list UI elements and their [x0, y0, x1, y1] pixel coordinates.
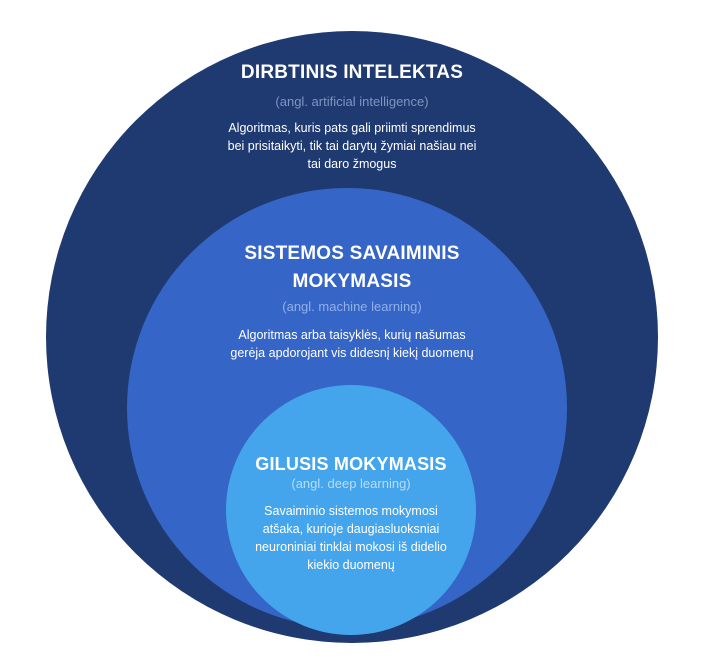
- ai-title: DIRBTINIS INTELEKTAS: [240, 62, 464, 83]
- deep-learning-text: GILUSIS MOKYMASIS (angl. deep learning) …: [240, 452, 462, 574]
- ml-description-line: gerėja apdorojant vis didesnį kiekį duom…: [230, 346, 474, 360]
- dl-description-line: neuroniniai tinklai mokosi iš didelio: [255, 540, 447, 554]
- machine-learning-text: SISTEMOS SAVAIMINIS MOKYMASIS (angl. mac…: [200, 240, 504, 362]
- dl-title: GILUSIS MOKYMASIS: [255, 454, 447, 474]
- dl-subtitle: (angl. deep learning): [291, 476, 411, 491]
- ai-description-line: tai daro žmogus: [307, 157, 397, 171]
- ai-description-line: Algoritmas, kuris pats gali priimti spre…: [228, 121, 476, 135]
- dl-description: Savaiminio sistemos mokymosi atšaka, kur…: [240, 502, 462, 574]
- ai-description: Algoritmas, kuris pats gali priimti spre…: [200, 119, 504, 173]
- dl-description-line: atšaka, kurioje daugiasluoksniai: [262, 522, 440, 536]
- artificial-intelligence-text: DIRBTINIS INTELEKTAS (angl. artificial i…: [200, 61, 504, 173]
- ml-subtitle: (angl. machine learning): [282, 299, 422, 314]
- dl-description-line: Savaiminio sistemos mokymosi: [264, 504, 438, 518]
- ml-title: SISTEMOS SAVAIMINIS MOKYMASIS: [200, 240, 504, 296]
- ai-description-line: bei prisitaikyti, tik tai darytų žymiai …: [227, 139, 477, 153]
- ml-title-line: MOKYMASIS: [292, 271, 412, 292]
- deep-learning-circle: [226, 385, 476, 635]
- dl-description-line: kiekio duomenų: [307, 558, 395, 572]
- ml-title-line: SISTEMOS SAVAIMINIS: [244, 243, 460, 264]
- ml-description-line: Algoritmas arba taisyklės, kurių našumas: [238, 328, 466, 342]
- ml-description: Algoritmas arba taisyklės, kurių našumas…: [200, 326, 504, 362]
- ai-subtitle: (angl. artificial intelligence): [275, 94, 429, 109]
